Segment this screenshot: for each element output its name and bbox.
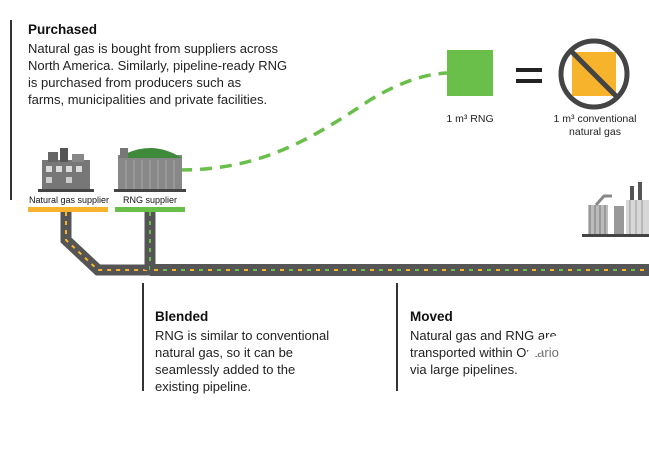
moved-line-3: via large pipelines. bbox=[410, 362, 518, 377]
rng-tank-icon bbox=[114, 148, 186, 192]
purchased-heading: Purchased bbox=[28, 22, 98, 37]
rng-supplier-label: RNG supplier bbox=[122, 195, 178, 205]
blended-line-4: existing pipeline. bbox=[155, 379, 252, 394]
moved-divider bbox=[396, 283, 398, 391]
rng-square-icon bbox=[447, 50, 493, 96]
blended-section: Blended RNG is similar to conventional n… bbox=[155, 309, 385, 395]
blended-line-2: natural gas, so it can be bbox=[155, 345, 294, 360]
blended-line-3: seamlessly added to the bbox=[155, 362, 296, 377]
processing-plant-icon bbox=[582, 182, 649, 237]
equals-bar-top bbox=[516, 68, 542, 72]
conventional-unit-label: 1 m³ conventional natural gas bbox=[540, 113, 649, 139]
natural-gas-plant-icon bbox=[38, 148, 94, 192]
rng-supplier-bar bbox=[115, 207, 185, 212]
purchased-line-4: farms, municipalities and private facili… bbox=[28, 92, 268, 107]
equals-bar-bottom bbox=[516, 79, 542, 83]
purchased-divider bbox=[10, 20, 12, 200]
natural-gas-supplier-bar bbox=[28, 207, 108, 212]
zoom-in-icon[interactable] bbox=[510, 330, 640, 450]
conventional-gas-prohibited-icon bbox=[558, 38, 630, 110]
rng-dashed-path bbox=[179, 71, 448, 172]
natural-gas-pipe-dashes bbox=[65, 212, 160, 271]
blended-line-1: RNG is similar to conventional bbox=[155, 328, 330, 343]
conventional-label-line-1: 1 m³ conventional bbox=[553, 113, 637, 125]
conventional-label-line-2: natural gas bbox=[569, 126, 621, 138]
moved-line-1: Natural gas and RNG are bbox=[410, 328, 557, 343]
blended-divider bbox=[142, 283, 144, 391]
purchased-line-1: Natural gas is bought from suppliers acr… bbox=[28, 41, 279, 56]
moved-heading: Moved bbox=[410, 309, 453, 324]
moved-line-2: transported within Ontario bbox=[410, 345, 559, 360]
moved-section: Moved Natural gas and RNG are transporte… bbox=[410, 309, 640, 378]
purchased-line-2: North America. Similarly, pipeline-ready… bbox=[28, 58, 288, 73]
purchased-section: Purchased Natural gas is bought from sup… bbox=[28, 22, 328, 108]
purchased-line-3: is purchased from producers such as bbox=[28, 75, 242, 90]
blended-heading: Blended bbox=[155, 309, 209, 324]
natural-gas-supplier-label: Natural gas supplier bbox=[28, 195, 110, 205]
rng-unit-label: 1 m³ RNG bbox=[446, 113, 494, 125]
